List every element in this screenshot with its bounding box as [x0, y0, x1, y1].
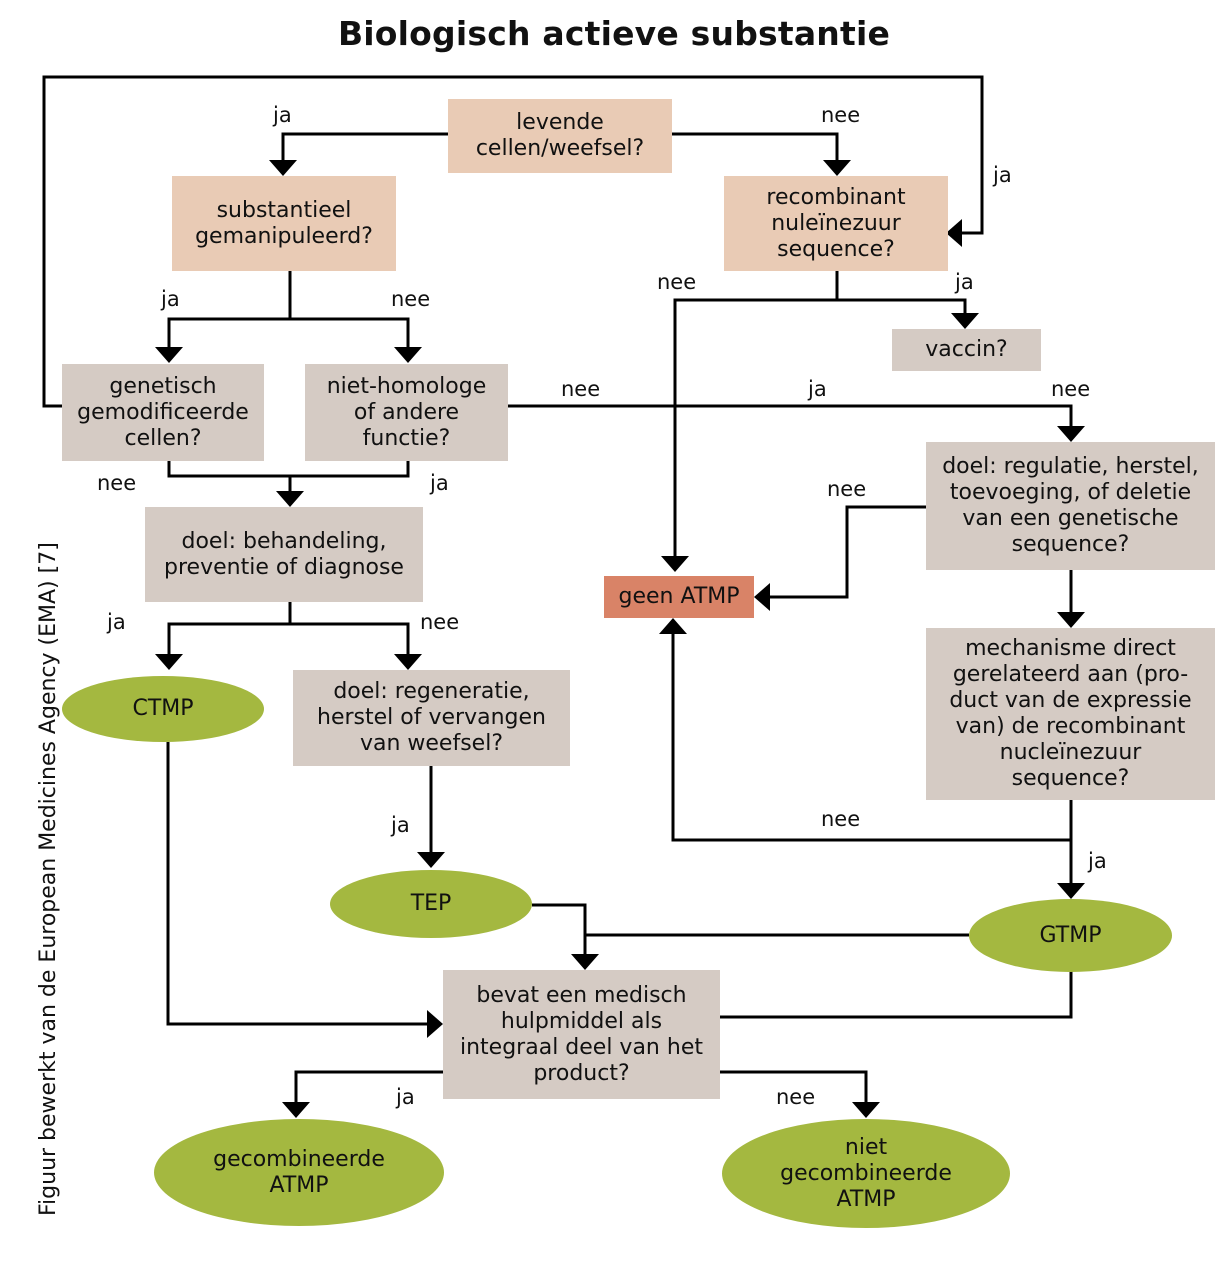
edge-label: ja	[955, 270, 974, 294]
node-doel-behandeling: doel: behandeling, preventie of diagnose	[145, 507, 423, 602]
edge-genetisch-loop	[42, 75, 984, 408]
arrowhead	[754, 583, 770, 611]
edge-label: nee	[827, 477, 867, 501]
arrowhead	[1057, 612, 1085, 628]
edge-niethomologe-nee	[508, 404, 1073, 426]
arrowhead	[951, 313, 979, 329]
arrowhead	[417, 852, 445, 868]
arrowhead	[276, 491, 304, 507]
edge-label: ja	[107, 610, 126, 634]
arrowhead	[269, 160, 297, 176]
edge-label: nee	[821, 103, 861, 127]
node-doel-regeneratie: doel: regeneratie, herstel of vervangen …	[293, 670, 570, 766]
edge-label: ja	[1088, 849, 1107, 873]
outcome-tep: TEP	[330, 870, 532, 938]
arrowhead	[427, 1010, 443, 1038]
edge-genetisch-nee	[167, 461, 410, 478]
arrowhead	[394, 654, 422, 670]
edge-levende-nee	[672, 132, 839, 160]
edge-label: nee	[420, 610, 460, 634]
edge-tep-down	[532, 903, 587, 954]
edge-gtmp-down	[720, 962, 1073, 1019]
diagram-title: Biologisch actieve substantie	[337, 14, 891, 53]
source-credit: Figuur bewerkt van de European Medicines…	[36, 542, 61, 1216]
edge-behandeling-split	[167, 602, 292, 654]
arrowhead	[282, 1102, 310, 1118]
node-substantieel-gemanipuleerd: substantieel gemanipuleerd?	[172, 176, 396, 271]
edge-ctmp-down	[166, 742, 427, 1026]
arrowhead	[659, 618, 687, 634]
edge-label: ja	[391, 813, 410, 837]
edge-label: nee	[561, 377, 601, 401]
edge-medisch-ja	[294, 1070, 443, 1102]
arrowhead	[571, 954, 599, 970]
outcome-gtmp: GTMP	[969, 899, 1172, 972]
edge-label: ja	[161, 287, 180, 311]
edge-label: nee	[657, 270, 697, 294]
node-mechanisme: mechanisme direct gerelateerd aan (pro- …	[926, 628, 1215, 800]
node-niet-homologe: niet-homologe of andere functie?	[305, 364, 508, 461]
arrowhead	[394, 347, 422, 363]
edge-recombinant-nee	[673, 271, 839, 556]
arrowhead	[946, 219, 962, 247]
edge-label: ja	[808, 377, 827, 401]
edge-label: ja	[430, 471, 449, 495]
edge-mechanisme-nee	[671, 634, 1073, 842]
edge-label: nee	[97, 471, 137, 495]
edge-behandeling-nee	[169, 622, 410, 654]
outcome-niet-gecombineerde-atmp: niet gecombineerde ATMP	[722, 1119, 1010, 1228]
edge-regulatie-nee	[770, 505, 926, 599]
edge-substantieel-split	[167, 271, 292, 347]
node-geen-atmp: geen ATMP	[604, 576, 754, 618]
outcome-ctmp: CTMP	[62, 676, 264, 742]
node-genetisch-gemodificeerd: genetisch gemodificeerde cellen?	[62, 364, 264, 461]
edge-label: nee	[1051, 377, 1091, 401]
arrowhead	[1057, 883, 1085, 899]
node-vaccin: vaccin?	[892, 329, 1041, 371]
node-doel-regulatie: doel: regulatie, herstel, toevoeging, of…	[926, 442, 1215, 570]
arrowhead	[155, 347, 183, 363]
node-levende-cellen: levende cellen/weefsel?	[448, 99, 672, 173]
outcome-gecombineerde-atmp: gecombineerde ATMP	[154, 1119, 444, 1226]
arrowhead	[823, 160, 851, 176]
edge-label: ja	[993, 163, 1012, 187]
edge-substantieel-nee	[169, 317, 410, 347]
edge-label: ja	[273, 103, 292, 127]
arrowhead	[852, 1102, 880, 1118]
edge-label: nee	[821, 807, 861, 831]
node-medisch-hulpmiddel: bevat een medisch hulpmiddel als integra…	[443, 970, 720, 1099]
edge-label: nee	[391, 287, 431, 311]
edge-label: nee	[776, 1085, 816, 1109]
arrowhead	[1057, 426, 1085, 442]
edge-recombinant-ja	[837, 298, 967, 313]
edge-label: ja	[396, 1085, 415, 1109]
edge-levende-ja	[281, 132, 448, 160]
arrowhead	[661, 556, 689, 572]
arrowhead	[155, 654, 183, 670]
edge-medisch-nee	[720, 1070, 868, 1102]
node-recombinant-sequence: recombinant nuleïnezuur sequence?	[724, 176, 948, 271]
